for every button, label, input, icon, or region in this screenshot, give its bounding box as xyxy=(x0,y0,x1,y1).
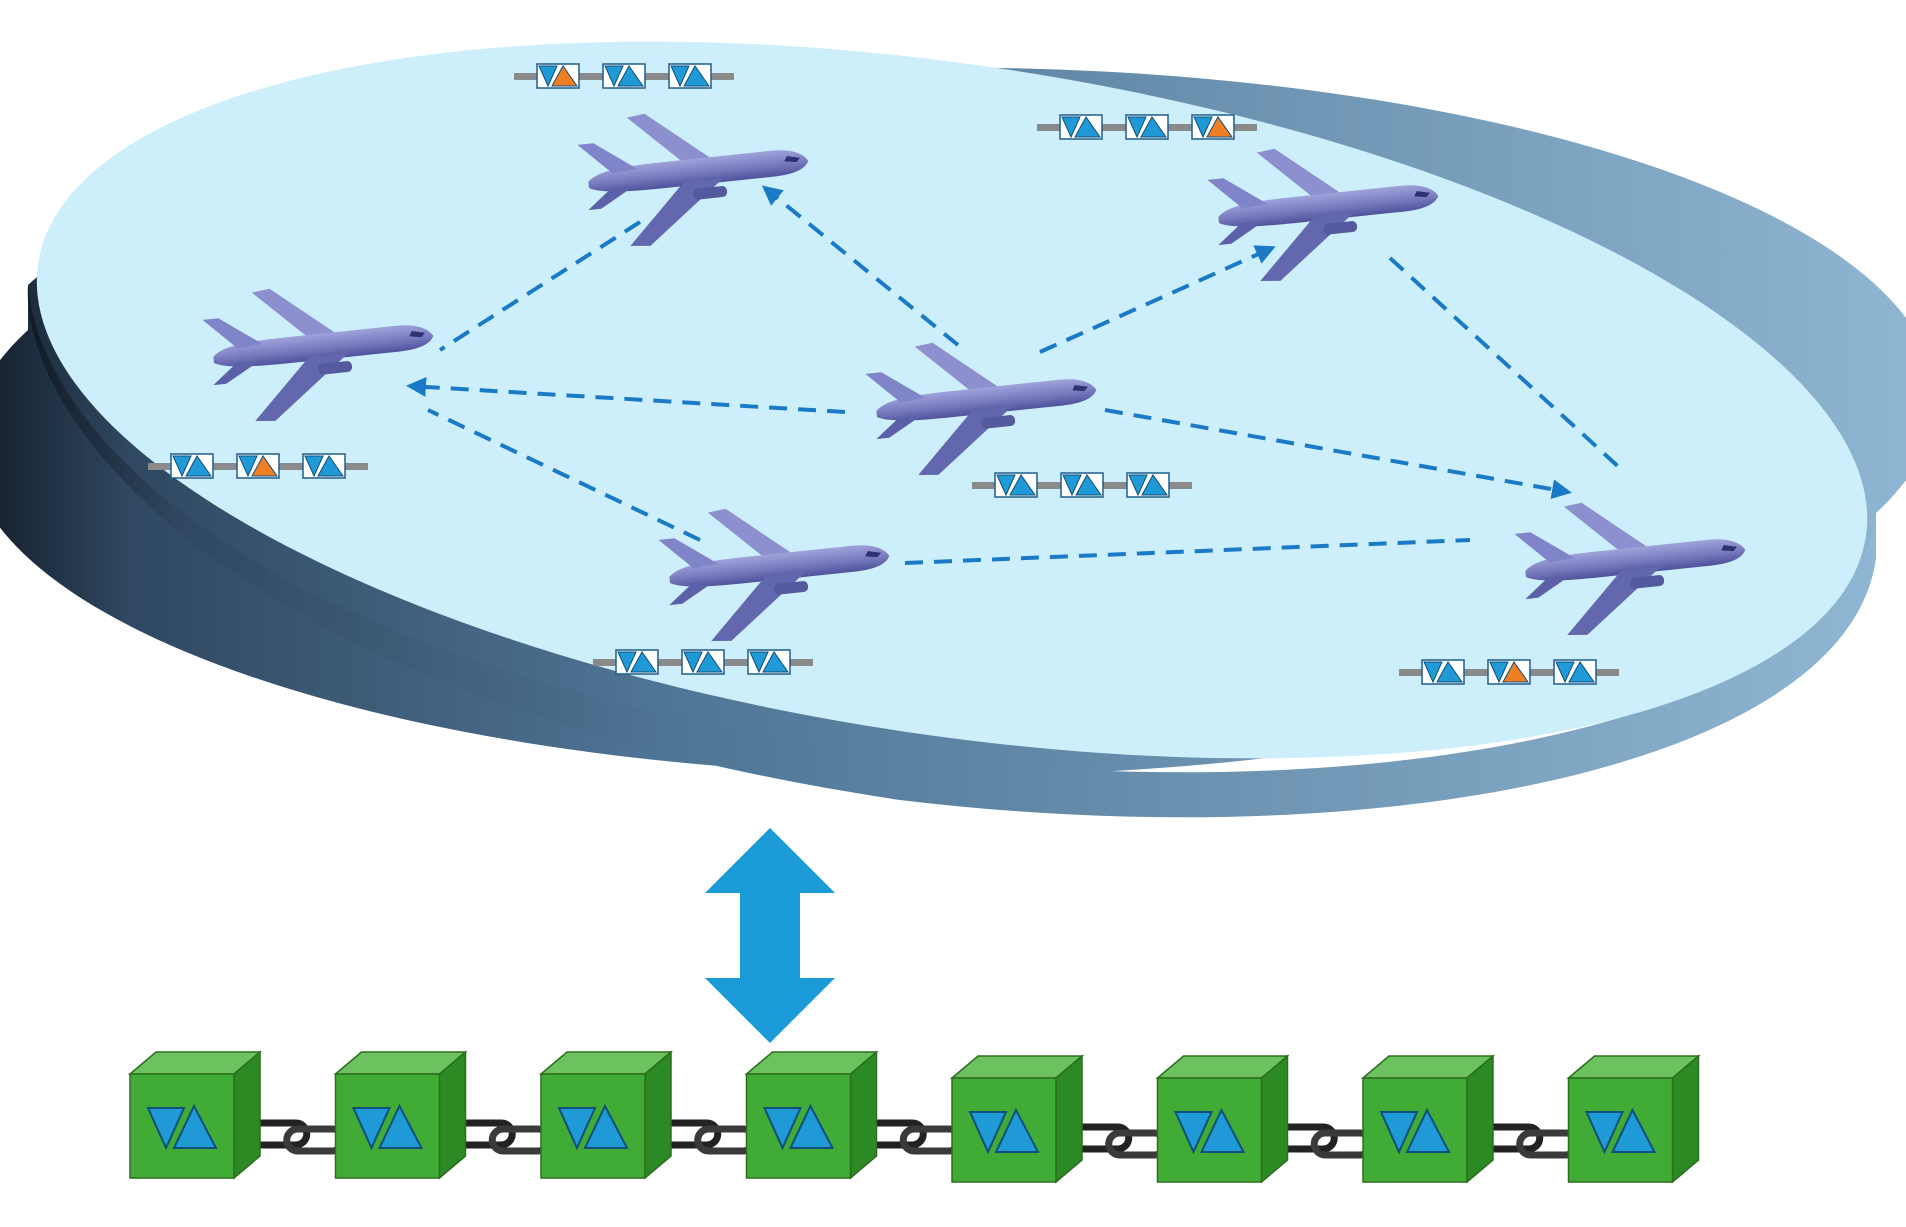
blockchain-block-icon xyxy=(127,1050,263,1180)
link-top-right-to-right xyxy=(1388,256,1624,472)
ledger-icon xyxy=(972,472,1192,498)
ledger-record-blue xyxy=(1060,472,1104,498)
link-bottom-left-to-right xyxy=(904,538,1471,565)
sync-double-arrow xyxy=(705,828,835,1043)
blockchain-block-icon xyxy=(949,1054,1085,1184)
ledger-record-blue xyxy=(602,63,646,89)
link-center-to-top-left xyxy=(761,185,960,347)
ledger-record-blue xyxy=(1059,114,1103,140)
ledger-icon xyxy=(514,63,734,89)
blockchain-block-icon xyxy=(1155,1054,1290,1184)
chain-link-icon xyxy=(863,1119,964,1155)
ledger-icon xyxy=(1037,114,1257,140)
blockchain-block-icon xyxy=(333,1050,468,1180)
chain-link-icon xyxy=(1068,1123,1169,1159)
ledger-record-blue xyxy=(1421,659,1465,685)
ledger-record-blue xyxy=(681,649,725,675)
blockchain-block-icon xyxy=(1360,1054,1496,1184)
ledger-record-blue xyxy=(170,453,214,479)
node-right xyxy=(1399,486,1753,685)
chain-link-icon xyxy=(1274,1123,1375,1159)
link-bottom-left-to-left xyxy=(427,408,701,542)
blockchain-block-icon xyxy=(538,1050,674,1180)
ledger-icon xyxy=(148,453,368,479)
ledger-record-blue xyxy=(1126,472,1170,498)
ledger-record-blue xyxy=(747,649,791,675)
network-links xyxy=(406,185,1624,565)
ledger-record-orange xyxy=(536,63,580,89)
chain-link-icon xyxy=(1479,1123,1580,1159)
ledger-icon xyxy=(1399,659,1619,685)
link-center-to-top-right xyxy=(1039,245,1276,354)
blockchain xyxy=(127,1050,1701,1184)
ledger-icon xyxy=(593,649,813,675)
ledger-record-blue xyxy=(615,649,659,675)
ledger-record-blue xyxy=(668,63,712,89)
ledger-record-orange xyxy=(1487,659,1531,685)
node-center xyxy=(862,326,1192,498)
node-top-right xyxy=(1037,114,1446,288)
link-center-to-right xyxy=(1104,408,1572,500)
link-top-left-to-left xyxy=(438,220,642,352)
node-left xyxy=(148,272,441,479)
link-center-to-left xyxy=(406,376,846,414)
ledger-record-blue xyxy=(1553,659,1597,685)
platform-side-lower xyxy=(27,285,1877,818)
node-bottom-left xyxy=(593,492,897,675)
chain-link-icon xyxy=(452,1119,553,1155)
ledger-record-blue xyxy=(994,472,1038,498)
node-top-left xyxy=(514,63,816,253)
chain-link-icon xyxy=(657,1119,758,1155)
ledger-record-orange xyxy=(1191,114,1235,140)
blockchain-block-icon xyxy=(1566,1054,1701,1184)
ledger-record-blue xyxy=(302,453,346,479)
aircraft-nodes xyxy=(148,63,1753,685)
chain-link-icon xyxy=(246,1119,347,1155)
blockchain-block-icon xyxy=(744,1050,879,1180)
ledger-record-blue xyxy=(1125,114,1169,140)
ledger-record-orange xyxy=(236,453,280,479)
